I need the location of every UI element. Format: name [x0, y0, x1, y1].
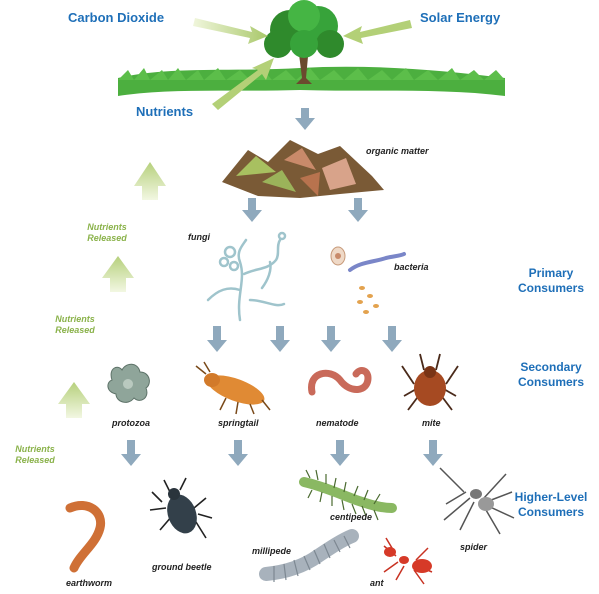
ground-beetle-illustration [150, 478, 212, 538]
millipede-illustration [266, 536, 352, 582]
higher-level-consumers-label: Higher-Level Consumers [508, 490, 594, 520]
nr3-line-1: Nutrients [10, 444, 60, 455]
grass-strip [118, 67, 505, 96]
arrow-primary-3 [321, 326, 341, 352]
secondary-consumers-label: Secondary Consumers [514, 360, 588, 390]
higher-line-2: Consumers [508, 505, 594, 520]
spider-illustration [440, 468, 514, 534]
arrow-tree-to-organic [295, 108, 315, 130]
nutrients-label: Nutrients [136, 104, 193, 119]
nutrients-released-label-1: Nutrients Released [82, 222, 132, 244]
nr2-line-1: Nutrients [50, 314, 100, 325]
nr3-line-2: Released [10, 455, 60, 466]
bacteria-illustration [331, 247, 404, 314]
nutrients-released-label-2: Nutrients Released [50, 314, 100, 336]
earthworm-label: earthworm [66, 578, 112, 588]
arrow-primary-2 [270, 326, 290, 352]
springtail-illustration [196, 362, 270, 414]
organic-matter-label: organic matter [366, 146, 429, 156]
arrow-secondary-1 [121, 440, 141, 466]
arrow-secondary-4 [423, 440, 443, 466]
nr2-line-2: Released [50, 325, 100, 336]
primary-line-1: Primary [514, 266, 588, 281]
nematode-illustration [312, 371, 368, 392]
protozoa-label: protozoa [112, 418, 150, 428]
mite-illustration [402, 354, 458, 410]
fungi-illustration [208, 233, 285, 320]
organic-matter-illustration [222, 140, 384, 198]
arrow-organic-to-bacteria [348, 198, 368, 222]
ant-illustration [384, 538, 432, 584]
nutrients-released-label-3: Nutrients Released [10, 444, 60, 466]
earthworm-illustration [70, 505, 101, 568]
springtail-label: springtail [218, 418, 259, 428]
arrow-primary-1 [207, 326, 227, 352]
protozoa-illustration [108, 364, 149, 402]
solar-energy-label: Solar Energy [420, 10, 500, 25]
secondary-line-1: Secondary [514, 360, 588, 375]
nr1-line-1: Nutrients [82, 222, 132, 233]
nematode-label: nematode [316, 418, 359, 428]
arrow-primary-4 [382, 326, 402, 352]
arrow-secondary-3 [330, 440, 350, 466]
fungi-label: fungi [188, 232, 210, 242]
carbon-dioxide-label: Carbon Dioxide [68, 10, 164, 25]
mite-label: mite [422, 418, 441, 428]
millipede-label: millipede [252, 546, 291, 556]
primary-line-2: Consumers [514, 281, 588, 296]
spider-label: spider [460, 542, 487, 552]
primary-consumers-label: Primary Consumers [514, 266, 588, 296]
ant-label: ant [370, 578, 384, 588]
centipede-label: centipede [330, 512, 372, 522]
bacteria-label: bacteria [394, 262, 429, 272]
secondary-line-2: Consumers [514, 375, 588, 390]
nr1-line-2: Released [82, 233, 132, 244]
arrow-organic-to-fungi [242, 198, 262, 222]
arrow-secondary-2 [228, 440, 248, 466]
higher-line-1: Higher-Level [508, 490, 594, 505]
ground-beetle-label: ground beetle [152, 562, 212, 572]
